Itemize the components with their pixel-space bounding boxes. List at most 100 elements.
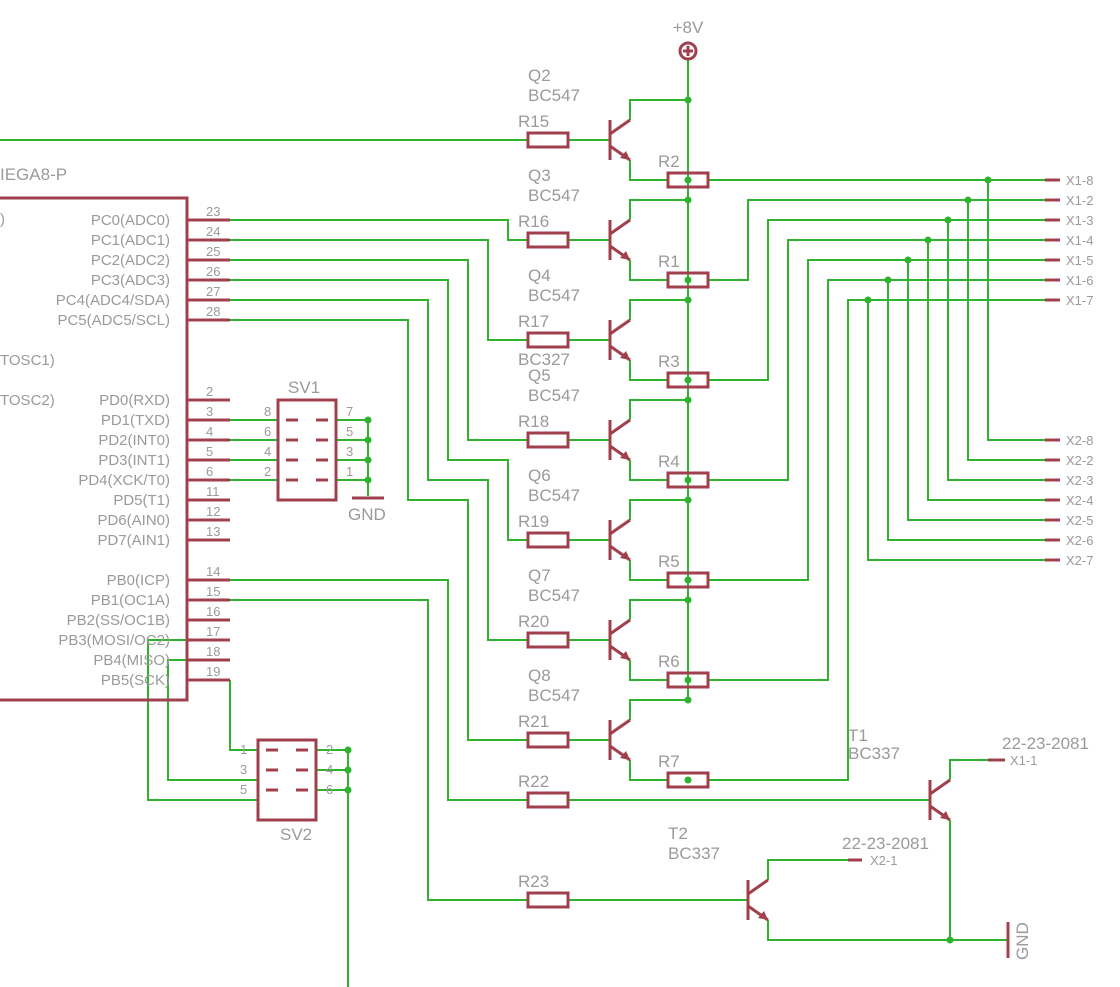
junction-dot (344, 766, 352, 774)
input-pb1 (230, 599, 528, 901)
resistor-label: R17 (518, 312, 549, 331)
q5-collector-leg (609, 418, 631, 436)
r22-resistor (526, 791, 570, 809)
t2-name: T2 (668, 824, 688, 843)
junctions (344, 96, 992, 944)
emitter-wire (629, 460, 668, 481)
t1-collector-leg (929, 778, 951, 796)
mcu-pin-label: PB5(SCK) (101, 672, 170, 689)
transistor-type: BC547 (528, 686, 580, 705)
collector-wire (629, 399, 688, 420)
input-pb0 (230, 579, 528, 801)
mcu-pin-number: 18 (206, 644, 220, 659)
q8-emitter-arrow (620, 751, 630, 760)
q2-collector-leg (609, 118, 631, 136)
mcu-pin-label: PC2(ADC2) (91, 252, 170, 269)
t1-name: T1 (848, 726, 868, 745)
q6-emitter-arrow (620, 551, 630, 560)
q5-emitter-arrow (620, 451, 630, 460)
t2-emitter-arrow (758, 911, 768, 920)
junction-dot (684, 276, 692, 284)
mcu-pin-number: 27 (206, 284, 220, 299)
emitter-wire (629, 660, 668, 681)
emitter-resistor (666, 471, 710, 489)
base-resistor (526, 431, 570, 449)
emitter-resistor (666, 371, 710, 389)
resistor-label: R20 (518, 612, 549, 631)
t2-collector-wire (767, 859, 848, 880)
sv2-right-pin: 2 (326, 742, 333, 757)
mcu-pin-number: 19 (206, 664, 220, 679)
q8-collector-leg (609, 718, 631, 736)
r22-label: R22 (518, 772, 549, 791)
resistor-label: R18 (518, 412, 549, 431)
sv2-right-pin: 6 (326, 782, 333, 797)
q4-collector-leg (609, 318, 631, 336)
vcc-symbol (678, 41, 698, 61)
x2-pin-label: X2-8 (1066, 433, 1093, 448)
junction-dot (944, 216, 952, 224)
mcu-pin-label: PC4(ADC4/SDA) (56, 292, 170, 309)
transistor-name: Q8 (528, 666, 551, 685)
mcu-pin-label: PB4(MISO) (93, 652, 170, 669)
transistor-type: BC547 (528, 86, 580, 105)
base-resistor (526, 631, 570, 649)
base-resistor (526, 331, 570, 349)
junction-dot (684, 296, 692, 304)
input-pc2 (230, 259, 528, 441)
emitter-resistor (666, 271, 710, 289)
mcu-pin-label: PC0(ADC0) (91, 212, 170, 229)
junction-dot (946, 936, 954, 944)
base-resistor (526, 531, 570, 549)
sv1-body (276, 398, 338, 502)
junction-dot (684, 196, 692, 204)
base-resistor (526, 131, 570, 149)
sv2-body (256, 738, 318, 822)
mcu-pin-label: PB1(OC1A) (91, 592, 170, 609)
sv1-right-pin: 5 (346, 424, 353, 439)
transistor-name: Q5 (528, 366, 551, 385)
sv1-right-pin: 1 (346, 464, 353, 479)
base-resistor (526, 731, 570, 749)
collector-wire (629, 99, 688, 120)
out-r5 (708, 259, 1045, 581)
components (0, 41, 1060, 958)
x1-pin-label: X1-3 (1066, 213, 1093, 228)
junction-dot (684, 376, 692, 384)
r23-resistor (526, 891, 570, 909)
transistor-name: Q6 (528, 466, 551, 485)
junction-dot (684, 396, 692, 404)
gnd-label: GND (1013, 922, 1032, 960)
out-r4 (708, 239, 1045, 481)
junction-dot (364, 436, 372, 444)
resistor-label: R21 (518, 712, 549, 731)
mcu-pin-number: 24 (206, 224, 220, 239)
mcu-fragment: ) (0, 211, 5, 228)
transistor-type: BC547 (528, 386, 580, 405)
input-pc3 (230, 279, 528, 541)
q7-emitter-arrow (620, 651, 630, 660)
sv2-pb5 (229, 680, 258, 751)
junction-dot (984, 176, 992, 184)
t1-collector-wire (949, 759, 988, 780)
sv1-name: SV1 (288, 378, 320, 397)
resistor-label: R19 (518, 512, 549, 531)
input-pc4 (230, 299, 528, 641)
q7-collector-leg (609, 618, 631, 636)
input-pc1 (230, 239, 528, 341)
sv2-right-pin: 4 (326, 762, 333, 777)
x1-pin-label: X1-6 (1066, 273, 1093, 288)
mcu-pin-label: PB3(MOSI/OC2) (58, 632, 170, 649)
junction-dot (924, 236, 932, 244)
transistor-name: Q4 (528, 266, 551, 285)
junction-dot (884, 276, 892, 284)
input-pc5 (230, 319, 528, 741)
x2-pin-label: X2-7 (1066, 553, 1093, 568)
q3-collector-leg (609, 218, 631, 236)
mcu-pin-number: 25 (206, 244, 220, 259)
sv2-left-pin: 5 (240, 782, 247, 797)
sv1-right-pin: 3 (346, 444, 353, 459)
mcu-name: IEGA8-P (0, 165, 67, 184)
mcu-pin-number: 12 (206, 504, 220, 519)
junction-dot (344, 786, 352, 794)
